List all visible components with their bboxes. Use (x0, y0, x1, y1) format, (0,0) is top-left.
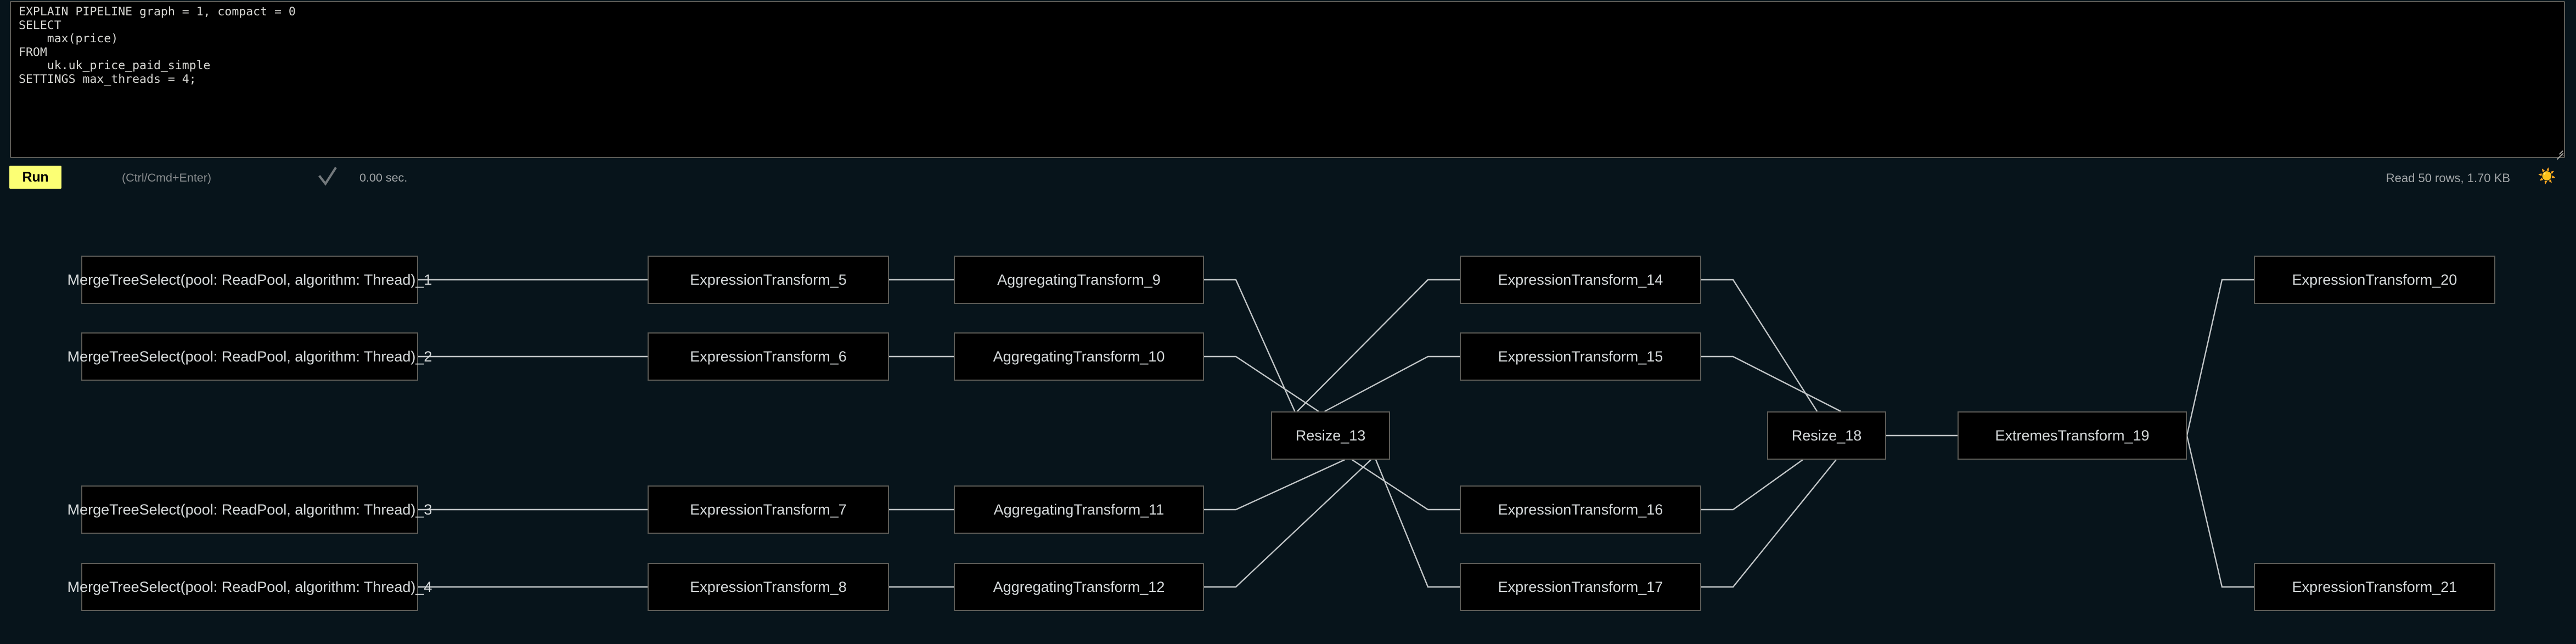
graph-node-label: Resize_13 (1295, 427, 1366, 444)
graph-node-mts4[interactable]: MergeTreeSelect(pool: ReadPool, algorith… (68, 563, 432, 611)
graph-node-label: Resize_18 (1791, 427, 1862, 444)
query-toolbar: Run (Ctrl/Cmd+Enter) 0.00 sec. Read 50 r… (0, 163, 2576, 190)
graph-node-label: AggregatingTransform_9 (997, 271, 1161, 288)
check-icon (318, 167, 337, 187)
graph-edge-et14-to-rs18 (1701, 279, 1818, 412)
pipeline-graph: MergeTreeSelect(pool: ReadPool, algorith… (0, 190, 2576, 644)
graph-node-label: MergeTreeSelect(pool: ReadPool, algorith… (67, 501, 432, 518)
graph-edge-rs13-to-et16 (1351, 459, 1460, 511)
graph-edge-rs13-to-et15 (1324, 355, 1460, 413)
graph-node-label: AggregatingTransform_12 (993, 578, 1165, 595)
sql-query-editor[interactable] (10, 1, 2565, 158)
graph-node-label: ExpressionTransform_20 (2292, 271, 2457, 288)
graph-edge-layer (418, 279, 2254, 588)
graph-node-label: AggregatingTransform_11 (993, 501, 1165, 518)
graph-node-label: AggregatingTransform_10 (993, 348, 1165, 365)
graph-node-label: ExtremesTransform_19 (1995, 427, 2150, 444)
graph-edge-ag11-to-rs13 (1204, 459, 1346, 511)
graph-edge-ex19-to-et20 (2186, 279, 2254, 436)
graph-edge-et15-to-rs18 (1701, 355, 1842, 413)
graph-edge-et16-to-rs18 (1701, 459, 1803, 511)
graph-node-et21[interactable]: ExpressionTransform_21 (2254, 563, 2495, 611)
graph-node-label: ExpressionTransform_16 (1498, 501, 1663, 518)
graph-node-rs18[interactable]: Resize_18 (1767, 411, 1886, 460)
graph-node-ag12[interactable]: AggregatingTransform_12 (954, 563, 1204, 611)
graph-node-label: MergeTreeSelect(pool: ReadPool, algorith… (67, 348, 432, 365)
graph-edge-rs13-to-et17 (1375, 459, 1460, 588)
graph-node-et6[interactable]: ExpressionTransform_6 (648, 332, 889, 381)
graph-node-label: ExpressionTransform_5 (690, 271, 847, 288)
graph-node-label: ExpressionTransform_14 (1498, 271, 1663, 288)
graph-node-label: ExpressionTransform_17 (1498, 578, 1663, 595)
graph-edge-ex19-to-et21 (2186, 435, 2254, 588)
graph-node-ex19[interactable]: ExtremesTransform_19 (1958, 411, 2187, 460)
query-elapsed-time: 0.00 sec. (359, 171, 408, 184)
graph-edge-rs13-to-et14 (1296, 279, 1460, 412)
graph-node-mts2[interactable]: MergeTreeSelect(pool: ReadPool, algorith… (68, 332, 432, 381)
graph-edge-et17-to-rs18 (1701, 459, 1837, 588)
graph-node-et7[interactable]: ExpressionTransform_7 (648, 485, 889, 534)
run-shortcut-hint: (Ctrl/Cmd+Enter) (122, 171, 212, 184)
graph-node-et14[interactable]: ExpressionTransform_14 (1460, 256, 1701, 304)
graph-node-label: ExpressionTransform_6 (690, 348, 847, 365)
read-stats-label: Read 50 rows, 1.70 KB (2386, 171, 2510, 185)
graph-node-mts1[interactable]: MergeTreeSelect(pool: ReadPool, algorith… (68, 256, 432, 304)
graph-node-label: ExpressionTransform_7 (690, 501, 847, 518)
graph-edge-ag9-to-rs13 (1204, 279, 1296, 412)
sql-editor-container (10, 1, 2565, 160)
run-button[interactable]: Run (9, 166, 61, 189)
graph-node-et20[interactable]: ExpressionTransform_20 (2254, 256, 2495, 304)
graph-node-rs13[interactable]: Resize_13 (1271, 411, 1390, 460)
graph-node-ag11[interactable]: AggregatingTransform_11 (954, 485, 1204, 534)
sun-icon[interactable]: ☀️ (2538, 168, 2556, 184)
graph-node-label: MergeTreeSelect(pool: ReadPool, algorith… (67, 271, 432, 288)
graph-node-et16[interactable]: ExpressionTransform_16 (1460, 485, 1701, 534)
graph-node-et5[interactable]: ExpressionTransform_5 (648, 256, 889, 304)
graph-node-ag9[interactable]: AggregatingTransform_9 (954, 256, 1204, 304)
graph-node-label: MergeTreeSelect(pool: ReadPool, algorith… (67, 578, 432, 595)
graph-edge-ag12-to-rs13 (1204, 459, 1372, 588)
graph-edge-ag10-to-rs13 (1204, 355, 1319, 413)
graph-node-ag10[interactable]: AggregatingTransform_10 (954, 332, 1204, 381)
graph-node-label: ExpressionTransform_8 (690, 578, 847, 595)
graph-node-label: ExpressionTransform_15 (1498, 348, 1663, 365)
graph-node-mts3[interactable]: MergeTreeSelect(pool: ReadPool, algorith… (68, 485, 432, 534)
graph-node-et17[interactable]: ExpressionTransform_17 (1460, 563, 1701, 611)
graph-node-label: ExpressionTransform_21 (2292, 578, 2457, 595)
graph-node-et8[interactable]: ExpressionTransform_8 (648, 563, 889, 611)
graph-node-et15[interactable]: ExpressionTransform_15 (1460, 332, 1701, 381)
